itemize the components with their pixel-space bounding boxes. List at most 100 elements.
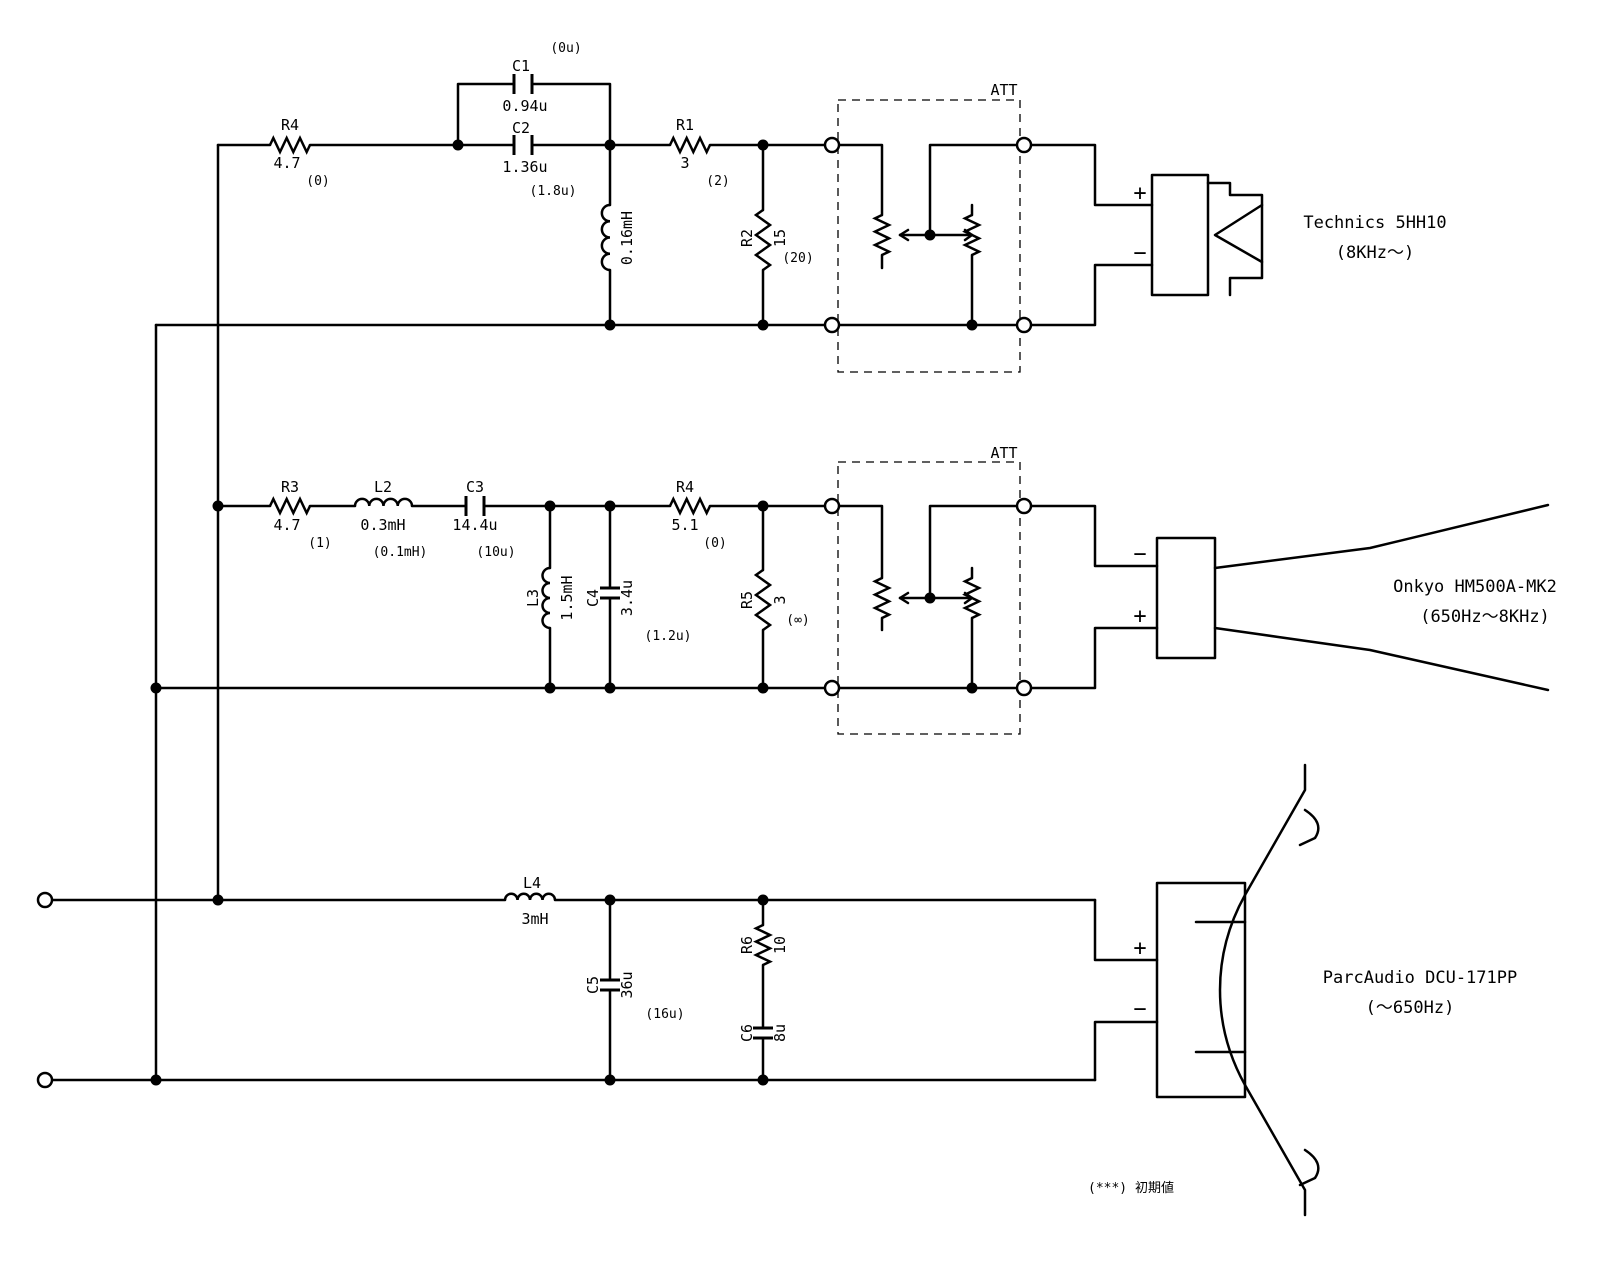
components bbox=[268, 74, 982, 1040]
junction-dot bbox=[604, 682, 616, 694]
junction-dot bbox=[544, 500, 556, 512]
terminal bbox=[823, 497, 841, 515]
c6-value: 8u bbox=[771, 1024, 789, 1042]
tweeter-minus-sign: − bbox=[1133, 241, 1146, 266]
junction-dot bbox=[757, 500, 769, 512]
r4-top-value: 4.7 bbox=[273, 154, 300, 172]
mid-model: Onkyo HM500A-MK2 bbox=[1393, 577, 1557, 597]
terminal bbox=[823, 316, 841, 334]
woofer-symbol bbox=[1155, 763, 1320, 1217]
junction-dot bbox=[924, 229, 936, 241]
junction-dot bbox=[757, 1074, 769, 1086]
c3-capacitor bbox=[464, 496, 486, 516]
terminals bbox=[36, 136, 1033, 1089]
woofer-plus-sign: + bbox=[1133, 936, 1146, 961]
c3-value: 14.4u bbox=[452, 516, 497, 534]
l1-inductor bbox=[600, 203, 611, 272]
att-top-pot-1 bbox=[872, 213, 892, 257]
r2-initial: (20) bbox=[782, 251, 813, 266]
l3-inductor bbox=[541, 566, 551, 630]
woofer-model: ParcAudio DCU-171PP bbox=[1323, 968, 1517, 988]
c5-label: C5 bbox=[584, 976, 602, 994]
attenuator-top bbox=[830, 99, 1026, 373]
junction-dot bbox=[604, 319, 616, 331]
junction-dot bbox=[604, 894, 616, 906]
r5-value: 3 bbox=[771, 595, 789, 604]
l4-value: 3mH bbox=[521, 910, 548, 928]
c2-value: 1.36u bbox=[502, 158, 547, 176]
l3-value: 1.5mH bbox=[558, 575, 576, 620]
terminal bbox=[1015, 316, 1033, 334]
r4-mid-value: 5.1 bbox=[671, 516, 698, 534]
r6-label: R6 bbox=[738, 936, 756, 954]
initial-value-note: (***) 初期値 bbox=[1088, 1180, 1174, 1196]
terminal bbox=[823, 136, 841, 154]
junction-dot bbox=[544, 682, 556, 694]
junction-dot bbox=[212, 894, 224, 906]
c4-capacitor bbox=[600, 586, 620, 600]
r5-label: R5 bbox=[738, 591, 756, 609]
terminal bbox=[1015, 679, 1033, 697]
r5-initial: (∞) bbox=[786, 613, 809, 628]
l4-label: L4 bbox=[523, 874, 541, 892]
r3-label: R3 bbox=[281, 478, 299, 496]
junction-dot bbox=[757, 319, 769, 331]
att-mid-pot-1 bbox=[872, 576, 892, 620]
c3-label: C3 bbox=[466, 478, 484, 496]
r4-top-resistor bbox=[268, 135, 312, 155]
woofer-range: (～650Hz) bbox=[1366, 998, 1455, 1018]
r5-resistor bbox=[753, 568, 773, 632]
c1-label: C1 bbox=[512, 57, 530, 75]
c5-initial: (16u) bbox=[645, 1007, 684, 1022]
att-mid-label: ATT bbox=[990, 444, 1017, 462]
junction-dot bbox=[757, 139, 769, 151]
r1-initial: (2) bbox=[706, 174, 729, 189]
l3-label: L3 bbox=[524, 589, 542, 607]
tweeter-range: (8KHz～) bbox=[1336, 243, 1414, 263]
junction-dot bbox=[212, 500, 224, 512]
c4-initial: (1.2u) bbox=[645, 629, 692, 644]
mid-horn-symbol bbox=[1155, 503, 1550, 692]
r1-resistor bbox=[668, 135, 712, 155]
c6-capacitor bbox=[753, 1026, 773, 1040]
r2-resistor bbox=[753, 208, 773, 272]
terminal bbox=[1015, 497, 1033, 515]
l4-inductor bbox=[503, 892, 557, 901]
tweeter-plus-sign: + bbox=[1133, 181, 1146, 206]
tweeter-symbol bbox=[1150, 173, 1264, 297]
r6-resistor bbox=[753, 923, 773, 967]
c2-initial: (1.8u) bbox=[530, 184, 577, 199]
c5-capacitor bbox=[600, 978, 620, 992]
c1-capacitor bbox=[512, 74, 534, 94]
mid-minus-sign: − bbox=[1133, 542, 1146, 567]
l2-initial: (0.1mH) bbox=[373, 545, 428, 560]
r4-mid-initial: (0) bbox=[703, 536, 726, 551]
r3-value: 4.7 bbox=[273, 516, 300, 534]
c1-initial: (0u) bbox=[550, 41, 581, 56]
c5-value: 36u bbox=[618, 971, 636, 998]
r1-label: R1 bbox=[676, 116, 694, 134]
c3-initial: (10u) bbox=[476, 545, 515, 560]
l2-label: L2 bbox=[374, 478, 392, 496]
r1-value: 3 bbox=[680, 154, 689, 172]
woofer-minus-sign: − bbox=[1133, 997, 1146, 1022]
junction-dot bbox=[604, 1074, 616, 1086]
terminal bbox=[36, 891, 54, 909]
wiring bbox=[48, 82, 1159, 1082]
r2-label: R2 bbox=[738, 229, 756, 247]
c2-label: C2 bbox=[512, 119, 530, 137]
c1-value: 0.94u bbox=[502, 97, 547, 115]
attenuator-middle bbox=[830, 461, 1026, 735]
c4-label: C4 bbox=[584, 589, 602, 607]
c2-capacitor bbox=[512, 135, 534, 155]
junction-dot bbox=[150, 682, 162, 694]
r3-initial: (1) bbox=[308, 536, 331, 551]
junction-dot bbox=[452, 139, 464, 151]
c4-value: 3.4u bbox=[618, 580, 636, 616]
att-top-label: ATT bbox=[990, 81, 1017, 99]
att-mid-pot-2 bbox=[962, 576, 982, 620]
junction-dots bbox=[150, 139, 978, 1086]
mid-range: (650Hz～8KHz) bbox=[1420, 607, 1550, 627]
junction-dot bbox=[604, 139, 616, 151]
